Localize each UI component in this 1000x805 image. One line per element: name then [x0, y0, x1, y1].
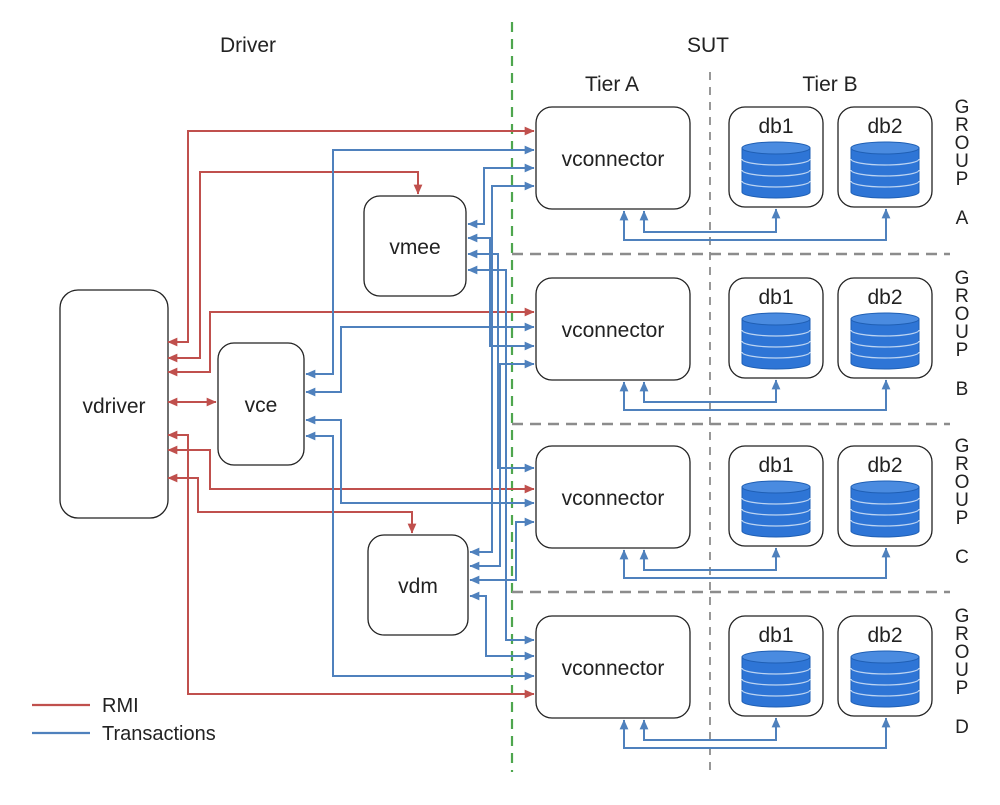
- group-letter-u: U: [955, 322, 969, 343]
- db2-cylinder-icon: [850, 480, 920, 538]
- db2-label: db2: [867, 624, 902, 647]
- tier-a-header: Tier A: [585, 73, 639, 96]
- tx-link-vdm-vconnector-a: [469, 181, 535, 557]
- group-letter-o: O: [955, 304, 970, 325]
- legend-rmi-label: RMI: [102, 695, 139, 717]
- db1-cylinder-icon: [741, 141, 811, 199]
- group-letter-g: G: [955, 268, 970, 289]
- group-a: vconnector db1 db2 G R O U P A: [535, 97, 970, 229]
- tx-link-vconnector-db1: [639, 717, 781, 741]
- db2-label: db2: [867, 115, 902, 138]
- db1-label: db1: [758, 624, 793, 647]
- group-letter-u: U: [955, 151, 969, 172]
- vconnector-box: [535, 615, 691, 719]
- group-letter-g: G: [955, 436, 970, 457]
- group-letter-r: R: [955, 624, 969, 645]
- vconnector-label: vconnector: [562, 657, 665, 680]
- tx-link-vce-vconnector-d: [305, 431, 535, 681]
- group-id: B: [956, 379, 969, 400]
- group-letter-o: O: [955, 472, 970, 493]
- group-letter-p: P: [956, 169, 969, 190]
- group-id: A: [956, 208, 969, 229]
- group-letter-p: P: [956, 340, 969, 361]
- group-letter-o: O: [955, 642, 970, 663]
- db1-label: db1: [758, 286, 793, 309]
- vconnector-label: vconnector: [562, 148, 665, 171]
- group-letter-r: R: [955, 454, 969, 475]
- db1-cylinder-icon: [741, 312, 811, 370]
- group-b: vconnector db1 db2 G R O U P B: [535, 268, 970, 400]
- tier-b-header: Tier B: [802, 73, 857, 96]
- vconnector-box: [535, 106, 691, 210]
- tx-link-vconnector-db2: [619, 379, 891, 411]
- db1-label: db1: [758, 454, 793, 477]
- db2-cylinder-icon: [850, 141, 920, 199]
- tx-link-vdm-vconnector-d: [469, 591, 535, 661]
- group-letter-g: G: [955, 606, 970, 627]
- vconnector-label: vconnector: [562, 487, 665, 510]
- group-letter-p: P: [956, 678, 969, 699]
- group-d: vconnector db1 db2 G R O U P D: [535, 606, 970, 738]
- group-c: vconnector db1 db2 G R O U P C: [535, 436, 970, 568]
- driver-header: Driver: [220, 34, 276, 57]
- db2-cylinder-icon: [850, 650, 920, 708]
- rmi-link-vdriver-vdm: [167, 473, 417, 534]
- db2-label: db2: [867, 454, 902, 477]
- group-letter-r: R: [955, 286, 969, 307]
- vconnector-label: vconnector: [562, 319, 665, 342]
- tx-link-vmee-vconnector-a: [467, 163, 535, 229]
- group-letter-u: U: [955, 490, 969, 511]
- legend: RMI Transactions: [32, 695, 216, 745]
- tx-link-vce-vconnector-b: [305, 322, 535, 397]
- legend-transactions-label: Transactions: [102, 723, 216, 745]
- vdriver-label: vdriver: [82, 395, 145, 418]
- tx-link-vdm-vconnector-c: [469, 517, 535, 585]
- group-letter-o: O: [955, 133, 970, 154]
- tx-link-vconnector-db2: [619, 547, 891, 579]
- sut-header: SUT: [687, 34, 729, 57]
- tx-link-vconnector-db1: [639, 547, 781, 571]
- vce-label: vce: [245, 394, 278, 417]
- tx-link-vconnector-db2: [619, 208, 891, 241]
- group-letter-g: G: [955, 97, 970, 118]
- tx-link-vconnector-db2: [619, 717, 891, 749]
- group-id: C: [955, 547, 969, 568]
- db1-cylinder-icon: [741, 650, 811, 708]
- rmi-link-vdriver-vconnector-a: [167, 126, 535, 347]
- db1-label: db1: [758, 115, 793, 138]
- group-id: D: [955, 717, 969, 738]
- tx-link-vconnector-db1: [639, 379, 781, 403]
- vconnector-box: [535, 277, 691, 381]
- db1-cylinder-icon: [741, 480, 811, 538]
- db2-cylinder-icon: [850, 312, 920, 370]
- vconnector-box: [535, 445, 691, 549]
- connectors: [167, 126, 891, 749]
- tx-link-vconnector-db1: [639, 208, 781, 233]
- group-letter-r: R: [955, 115, 969, 136]
- vmee-label: vmee: [389, 236, 440, 259]
- group-letter-u: U: [955, 660, 969, 681]
- tx-link-vdm-vconnector-b: [469, 359, 535, 571]
- group-letter-p: P: [956, 508, 969, 529]
- db2-label: db2: [867, 286, 902, 309]
- rmi-link-vdriver-vconnector-d: [167, 430, 535, 699]
- vdm-label: vdm: [398, 575, 438, 598]
